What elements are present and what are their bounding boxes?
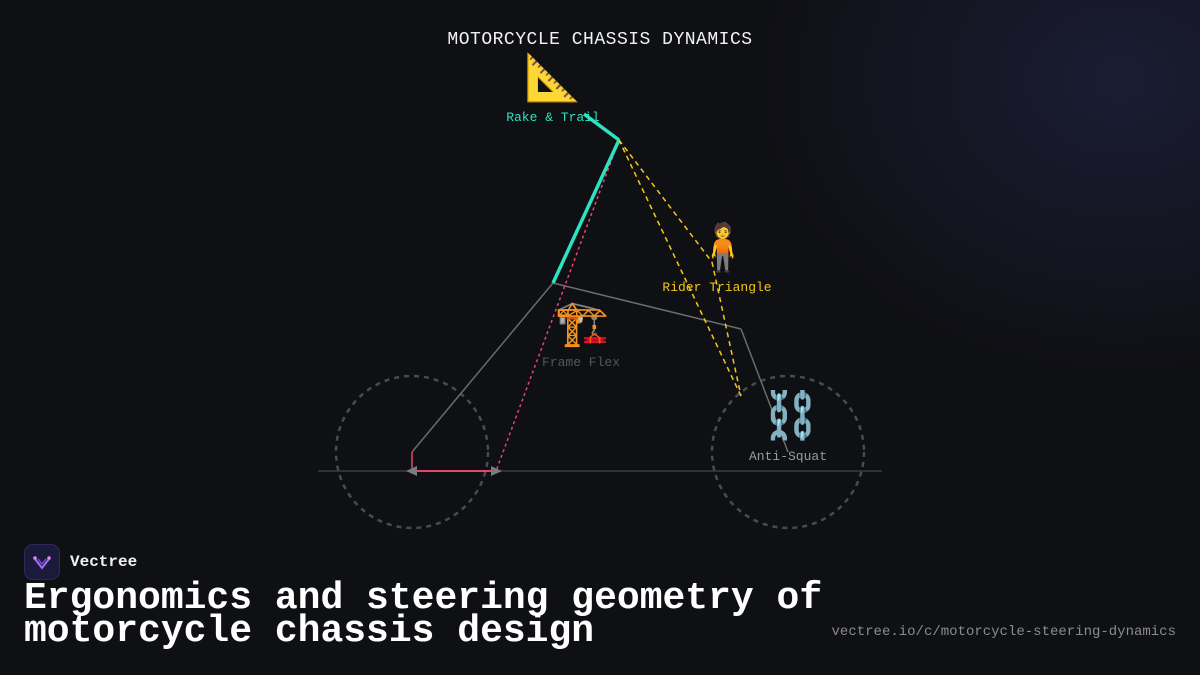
frame-top-line xyxy=(552,282,742,330)
rider-triangle-label: Rider Triangle xyxy=(662,280,772,295)
frame-flex-label: Frame Flex xyxy=(541,355,620,370)
front-wheel xyxy=(334,374,490,530)
handlebar-line xyxy=(582,112,621,142)
page-url[interactable]: vectree.io/c/motorcycle-steering-dynamic… xyxy=(831,624,1176,640)
chain-icon: ⛓️ xyxy=(762,388,820,442)
anti-squat-label: Anti-Squat xyxy=(748,449,827,464)
swingarm-line xyxy=(740,328,789,453)
fork-tube-line xyxy=(551,139,621,284)
brand-logo-icon xyxy=(24,544,60,580)
trail-arrow-right xyxy=(491,466,502,476)
rider-triangle-line-peg-bar xyxy=(618,139,742,397)
trail-arrow-left xyxy=(406,466,417,476)
rider-triangle-line-bar-seat xyxy=(618,139,713,263)
brand: Vectree xyxy=(24,544,137,580)
diagram-title: MOTORCYCLE CHASSIS DYNAMICS xyxy=(447,30,753,50)
steering-axis-line xyxy=(495,139,620,472)
person-standing-icon: 🧍 xyxy=(694,220,752,274)
rear-wheel xyxy=(710,374,866,530)
brand-name: Vectree xyxy=(70,553,138,571)
rake-trail-label: Rake & Trail xyxy=(506,110,600,125)
crane-icon: 🏗️ xyxy=(554,298,610,349)
rider-triangle-line-seat-peg xyxy=(711,261,742,397)
triangle-ruler-icon: 📐 xyxy=(524,50,582,104)
page-headline: Ergonomics and steering geometry of moto… xyxy=(24,577,823,653)
fork-lower-line xyxy=(411,282,554,453)
brand-logo-mark xyxy=(33,556,51,570)
